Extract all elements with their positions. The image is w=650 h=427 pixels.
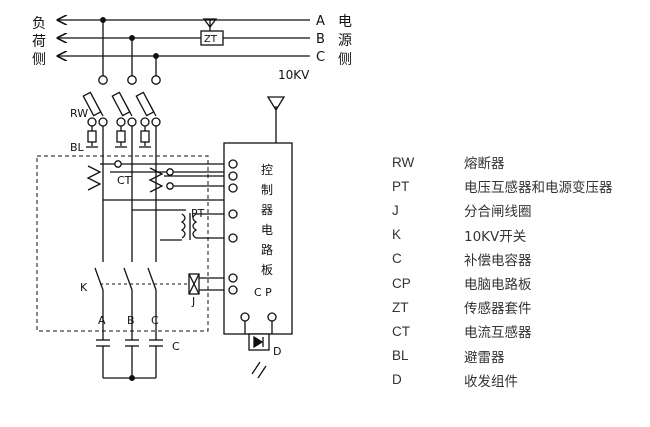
pt-label: PT (191, 207, 205, 220)
legend-desc: 避雷器 (464, 349, 505, 366)
legend-code: C (392, 251, 402, 267)
legend-desc: 熔断器 (464, 156, 505, 173)
legend-code: PT (392, 178, 410, 194)
legend: RW 熔断器 PT 电压互感器和电源变压器 J 分合闸线圈 K 10KV开关 C… (392, 150, 647, 392)
legend-row: ZT 传感器套件 (392, 295, 647, 319)
j-label: J (191, 295, 195, 308)
bottom-phase-label-a: A (98, 314, 106, 327)
right-side-label-3: 侧 (338, 52, 352, 68)
zt-label: ZT (204, 34, 218, 45)
legend-desc: 电脑电路板 (464, 277, 532, 294)
capacitor-bank (96, 339, 163, 381)
bus-lines (58, 20, 310, 56)
control-board-label-1: 控 (261, 163, 273, 177)
switch-k-symbols (94, 267, 190, 340)
rw-label: RW (70, 107, 88, 120)
legend-code: RW (392, 154, 415, 170)
legend-desc: 收发组件 (464, 373, 518, 390)
d-label: D (273, 345, 281, 358)
control-board (223, 142, 293, 335)
control-board-label-5: 路 (261, 242, 273, 257)
right-side-label-2: 源 (338, 33, 352, 49)
legend-desc: 补偿电容器 (464, 252, 532, 269)
control-board-label-3: 器 (261, 203, 273, 217)
bottom-phase-label-b: B (127, 314, 135, 327)
transceiver-d-symbol (244, 321, 273, 379)
legend-code: K (392, 227, 402, 243)
zt-sensor-symbol (200, 18, 224, 46)
legend-code: BL (392, 348, 409, 364)
left-side-label-1: 负 (32, 16, 46, 32)
legend-desc: 传感器套件 (464, 301, 532, 318)
legend-desc: 10KV开关 (464, 228, 527, 245)
arrester-bl-symbols (86, 126, 151, 148)
legend-code: D (392, 372, 402, 388)
bl-label: BL (70, 141, 85, 154)
legend-row: RW 熔断器 (392, 150, 647, 174)
control-board-label-2: 制 (261, 183, 273, 197)
bottom-phase-label-c: C (151, 314, 159, 327)
legend-desc: 电流互感器 (464, 325, 532, 342)
legend-row: CT 电流互感器 (392, 319, 647, 343)
phase-label-b: B (316, 32, 325, 47)
bus-taps (98, 17, 161, 85)
capacitor-label: C (172, 340, 180, 353)
voltage-label: 10KV (278, 68, 310, 82)
ct-symbols (86, 160, 230, 193)
legend-code: ZT (392, 299, 409, 315)
legend-row: PT 电压互感器和电源变压器 (392, 174, 647, 198)
left-side-label-3: 侧 (32, 52, 46, 68)
legend-row: K 10KV开关 (392, 223, 647, 247)
legend-row: C 补偿电容器 (392, 247, 647, 271)
control-board-label-6: 板 (261, 263, 273, 277)
fuse-rw-symbols (82, 91, 161, 127)
legend-row: D 收发组件 (392, 368, 647, 392)
left-side-label-2: 荷 (32, 34, 46, 50)
phase-label-a: A (316, 14, 325, 29)
legend-code: J (392, 202, 399, 218)
k-label: K (80, 281, 88, 294)
phase-conductors (102, 126, 157, 262)
pt-symbol (103, 199, 230, 241)
antenna-icon (266, 96, 286, 143)
legend-desc: 电压互感器和电源变压器 (464, 180, 613, 197)
phase-label-c: C (316, 50, 325, 65)
right-side-label-1: 电 (338, 14, 352, 30)
legend-row: J 分合闸线圈 (392, 198, 647, 222)
equipment-enclosure (36, 155, 209, 332)
cp-label: C P (254, 286, 272, 299)
legend-desc: 分合闸线圈 (464, 204, 532, 221)
control-board-label-4: 电 (261, 223, 273, 237)
legend-row: BL 避雷器 (392, 344, 647, 368)
legend-code: CP (392, 275, 411, 291)
legend-code: CT (392, 323, 410, 339)
legend-row: CP 电脑电路板 (392, 271, 647, 295)
ct-label: CT (117, 174, 132, 187)
